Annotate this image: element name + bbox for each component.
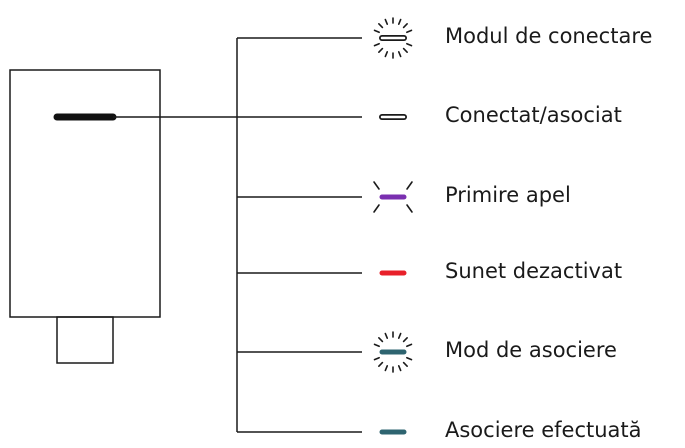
blink-ray [384, 365, 389, 372]
blink-ray [397, 51, 402, 58]
pulse-ray [406, 181, 413, 190]
state-label-sunet-dezactivat: Sunet dezactivat [445, 259, 623, 283]
blink-ray [406, 42, 413, 47]
blink-ray [378, 337, 384, 343]
state-label-mod-de-asociere: Mod de asociere [445, 338, 617, 362]
blink-ray [406, 343, 413, 348]
blink-ray [373, 343, 380, 348]
state-label-asociere-efectuat: Asociere efectuată [445, 418, 642, 442]
blink-ray [402, 337, 408, 343]
blink-ray [378, 23, 384, 29]
state-label-modul-de-conectare: Modul de conectare [445, 24, 653, 48]
usb-connector [56, 316, 114, 364]
pulse-ray [373, 181, 380, 190]
blink-ray [384, 18, 389, 25]
blink-ray [397, 332, 402, 339]
blink-ray [384, 51, 389, 58]
blink-ray [397, 365, 402, 372]
pulse-ray [406, 204, 413, 213]
state-label-conectat-asociat: Conectat/asociat [445, 103, 622, 127]
blink-ray [373, 42, 380, 47]
blink-ray [397, 18, 402, 25]
pulse-ray [373, 204, 380, 213]
receiver-body [9, 69, 161, 318]
blink-ray [402, 361, 408, 367]
blink-ray [406, 356, 413, 361]
blink-ray [378, 361, 384, 367]
blink-ray [406, 29, 413, 34]
blink-ray [384, 332, 389, 339]
blink-ray [373, 356, 380, 361]
state-label-primire-apel: Primire apel [445, 183, 571, 207]
blink-ray [378, 47, 384, 53]
blink-ray [373, 29, 380, 34]
blink-ray [402, 47, 408, 53]
blink-ray [402, 23, 408, 29]
